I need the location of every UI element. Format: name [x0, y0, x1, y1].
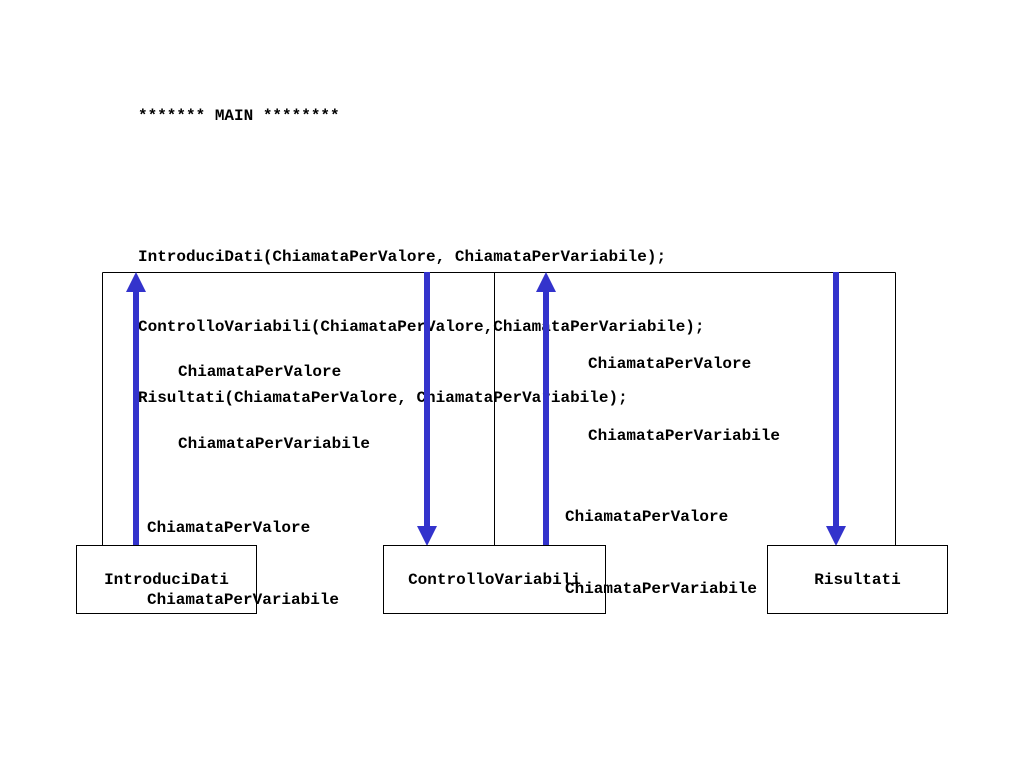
node-label: Risultati	[814, 570, 901, 589]
arrow-down-to-controllo	[417, 272, 437, 546]
params-controllo-to-main: ChiamataPerValore ChiamataPerVariabile	[565, 457, 757, 625]
arrow-up-from-controllo	[536, 272, 556, 546]
param-valore: ChiamataPerValore	[588, 355, 752, 373]
flow-arrows	[126, 272, 846, 546]
code-line-controllo: ControlloVariabili(ChiamataPerValore,Chi…	[138, 318, 705, 336]
arrow-up-from-introduci	[126, 272, 146, 546]
arrow-down-to-risultati	[826, 272, 846, 546]
param-valore: ChiamataPerValore	[147, 519, 311, 537]
param-variabile: ChiamataPerVariabile	[588, 427, 781, 445]
param-valore: ChiamataPerValore	[565, 508, 729, 526]
node-controllo-variabili: ControlloVariabili	[383, 545, 606, 614]
param-valore: ChiamataPerValore	[178, 363, 342, 381]
frame-lines	[102, 272, 896, 545]
param-variabile: ChiamataPerVariabile	[565, 580, 758, 598]
params-main-to-controllo: ChiamataPerValore ChiamataPerVariabile	[178, 312, 370, 480]
params-main-to-risultati: ChiamataPerValore ChiamataPerVariabile	[588, 304, 780, 472]
main-code-block: ******* MAIN ******** IntroduciDati(Chia…	[138, 58, 705, 434]
node-label: ControlloVariabili	[408, 570, 581, 589]
node-risultati: Risultati	[767, 545, 948, 614]
code-line-introduci: IntroduciDati(ChiamataPerValore, Chiamat…	[138, 247, 667, 266]
param-variabile: ChiamataPerVariabile	[147, 591, 340, 609]
params-introduci-to-main: ChiamataPerValore ChiamataPerVariabile	[147, 468, 339, 636]
param-variabile: ChiamataPerVariabile	[178, 435, 371, 453]
code-line-risultati: Risultati(ChiamataPerValore, ChiamataPer…	[138, 388, 628, 407]
node-label: IntroduciDati	[104, 570, 229, 589]
main-header: ******* MAIN ********	[138, 107, 340, 125]
node-introduci-dati: IntroduciDati	[76, 545, 257, 614]
